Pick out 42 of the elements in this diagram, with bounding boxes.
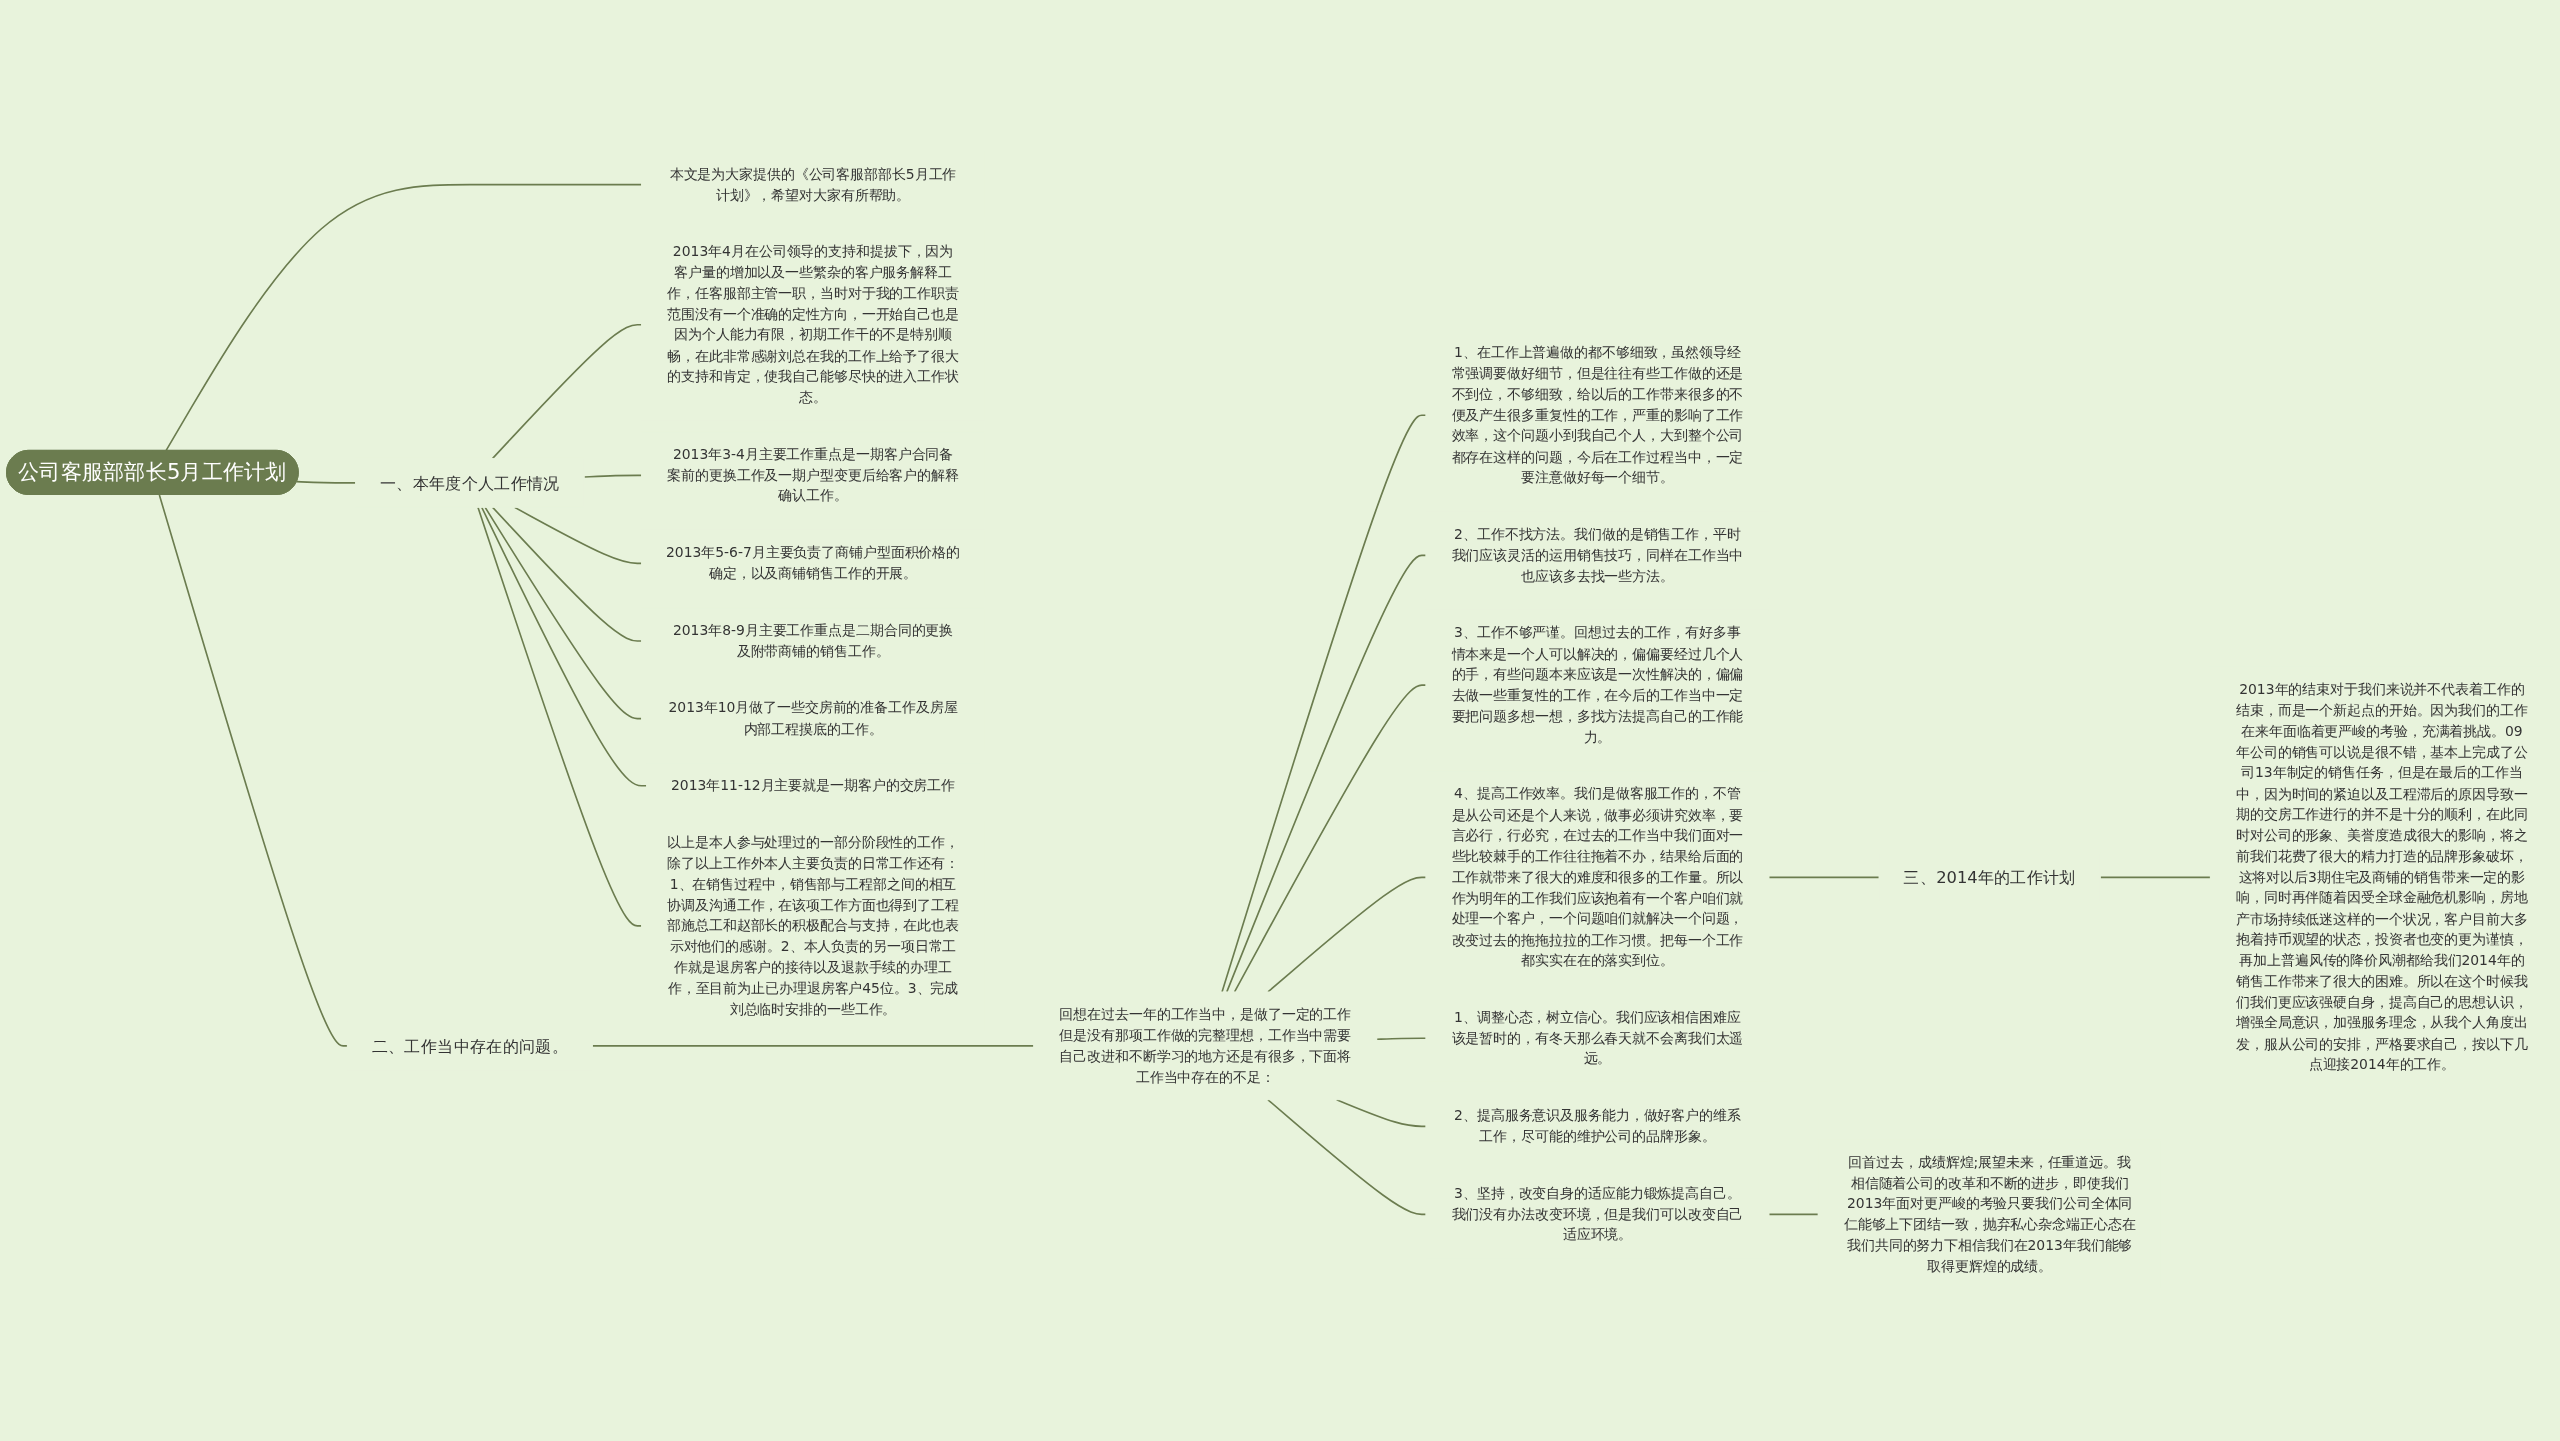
node-text: 2013年10月做了一些交房前的准备工作及房屋内部工程摸底的工作。: [668, 699, 958, 737]
connector: [1267, 876, 1427, 993]
connector: [2099, 876, 2212, 879]
connector: [477, 506, 643, 927]
node-text: 1、在工作上普遍做的都不够细致，虽然领导经常强调要做好细节，但是往往有些工作做的还是不到位，不够细致，给以后的工作带来很多的不便及产生很多重复性的工作，严重的影响了工作效率，这个问题小到我自己个人，大到整个公司都存在这样的问题，今后在工作过程当中，一定要注意做好每一个细节。: [1451, 344, 1744, 486]
connector: [1221, 414, 1427, 993]
connector: [158, 494, 349, 1047]
node-text: 2013年8-9月主要工作重点是二期合同的更换及附带商铺的销售工作。: [672, 621, 954, 660]
node-text: 2013年5-6-7月主要负责了商铺户型面积价格的确定，以及商铺销售工作的开展。: [665, 544, 961, 582]
connector: [1267, 1099, 1427, 1216]
connector: [491, 506, 643, 642]
node-text: 2013年的结束对于我们来说并不代表着工作的结束，而是一个新起点的开始。因为我们的工作在来年面临着更严峻的考验，充满着挑战。09年公司的销售可以说是很不错，基本上完成了公司13年制定的销售任务，但是在最后的工作当中，因为时间的紧迫以及工程滞后的原因导致一期的交房工作进行的并不是十分的顺利，在此同时对公司的形象、美誉度造成很大的影响，将之前我们花费了很大的精力打造的品牌形象破坏，这将对以后3期住宅及商铺的销售带来一定的影响，同时再伴随着因受全球金融危机影响，房地产市场持续低迷这样的一个状况，客户目前大多抱着持币观望的状态，投资者也变的更为谨慎，再加上普遍风传的降价风潮都给我们2014年的销售工作带来了很大的困难。所以在这个时候我们我们更应该强硬自身，提高自己的思想认识，增强全局意识，加强服务理念，从我个人角度出发，服从公司的安排，严格要求自己，按以下几点迎接2014年的工作。: [2236, 681, 2528, 1073]
node-text: 3、工作不够严谨。回想过去的工作，有好多事情本来是一个人可以解决的，偏偏要经过几个人的手，有些问题本来应该是一次性解决的，偏偏去做一些重复性的工作，在今后的工作当中一定要把问题多想一想，多找方法提高自己的工作能力。: [1451, 624, 1744, 745]
connector: [1226, 554, 1427, 993]
node-text: 2013年4月在公司领导的支持和提拔下，因为客户量的增加以及一些繁杂的客户服务解释工作，任客服部主管一职，当时对于我的工作职责范围没有一个准确的定性方向，一开始自己也是因为个人能力有限，初期工作干的不是特别顺畅，在此非常感谢刘总在我的工作上给予了很大的支持和肯定，使我自己能够尽快的进入工作状态。: [667, 243, 959, 406]
connector: [513, 506, 643, 565]
connector: [484, 506, 643, 720]
connector: [591, 1045, 1035, 1047]
connector: [1335, 1099, 1427, 1128]
connector: [1233, 684, 1427, 993]
node-text: 2013年11-12月主要就是一期客户的交房工作: [671, 777, 956, 794]
node-text: 二、工作当中存在的问题。: [371, 1036, 568, 1056]
node-text: 2、工作不找方法。我们做的是销售工作，平时我们应该灵活的运用销售技巧，同样在工作当中也应该多去找一些方法。: [1451, 525, 1744, 584]
node-text: 1、调整心态，树立信心。我们应该相信困难应该是暂时的，有冬天那么春天就不会离我们太遥远。: [1451, 1008, 1744, 1067]
node-text: 2013年3-4月主要工作重点是一期客户合同备案前的更换工作及一期户型变更后给客户的解释确认工作。: [667, 445, 959, 504]
node-text: 2、提高服务意识及服务能力，做好客户的维系工作，尽可能的维护公司的品牌形象。: [1454, 1107, 1741, 1145]
node-text: 回想在过去一年的工作当中，是做了一定的工作但是没有那项工作做的完整理想，工作当中需要自己改进和不断学习的地方还是有很多，下面将工作当中存在的不足：: [1059, 1005, 1352, 1085]
connector: [491, 324, 643, 460]
connector: [1768, 1213, 1819, 1216]
node-text: 3、坚持，改变自身的适应能力锻炼提高自己。我们没有办法改变环境，但是我们可以改变自己适应环境。: [1451, 1184, 1744, 1243]
node-text: 一、本年度个人工作情况: [379, 473, 560, 493]
connector: [165, 183, 643, 452]
node-text: 4、提高工作效率。我们是做客服工作的，不管是从公司还是个人来说，做事必须讲究效率，要言必行，行必究，在过去的工作当中我们面对一些比较棘手的工作往往拖着不办，结果给后面的工作就带来了很大的难度和很多的工作量。所以作为明年的工作我们应该抱着有一个客户咱们就处理一个客户，一个问题咱们就解决一个问题，改变过去的拖拖拉拉的工作习惯。把每一个工作都实实在在的落实到位。: [1451, 785, 1744, 969]
node-text: 本文是为大家提供的《公司客服部部长5月工作计划》，希望对大家有所帮助。: [669, 165, 957, 203]
connector: [480, 506, 648, 787]
node-text: 回首过去，成绩辉煌;展望未来，任重道远。我相信随着公司的改革和不断的进步，即使我们2013年面对更严峻的考验只要我们公司全体同仁能够上下团结一致，抛弃私心杂念端正心态在我们共同的努力下相信我们在2013年我们能够取得更辉煌的成绩。: [1843, 1153, 2136, 1275]
connector: [1376, 1037, 1427, 1041]
connector: [583, 474, 643, 478]
connector: [1768, 876, 1880, 879]
node-text: 以上是本人参与处理过的一部分阶段性的工作，除了以上工作外本人主要负责的日常工作还有：1、在销售过程中，销售部与工程部之间的相互协调及沟通工作，在该项工作方面也得到了工程部施总工和赵部长的积极配合与支持，在此也表示对他们的感谢。2、本人负责的另一项日常工作就是退房客户的接待以及退款手续的办理工作，至目前为止已办理退房客户45位。3、完成刘总临时安排的一些工作。: [667, 833, 959, 1017]
connector: [296, 481, 357, 484]
node-text: 三、2014年的工作计划: [1903, 867, 2076, 888]
